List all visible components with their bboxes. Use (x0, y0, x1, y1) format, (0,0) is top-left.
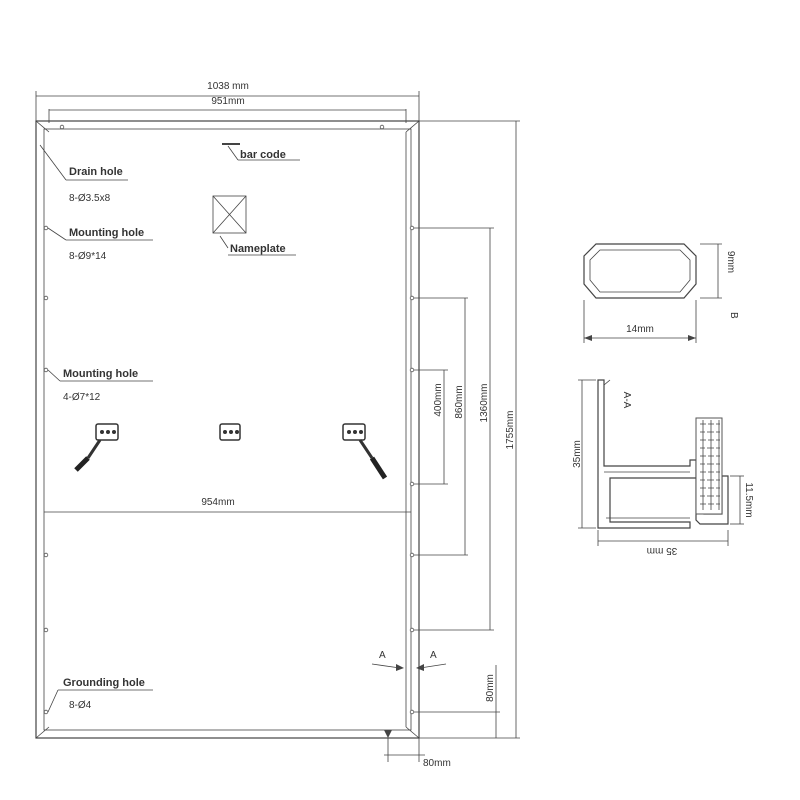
nameplate: Nameplate (212, 195, 296, 256)
drain-hole-spec: 8-Ø3.5x8 (69, 193, 111, 204)
mount-spacing-2-label: 860mm (454, 385, 465, 418)
section-marker-right: A (430, 650, 437, 661)
section-aa-width: 35 mm (647, 545, 678, 556)
top-dimensions: 1038 mm 951mm (35, 81, 420, 123)
grounding-hole-title: Grounding hole (63, 677, 145, 689)
drain-hole-title: Drain hole (69, 166, 123, 178)
detail-b-height: 9mm (725, 251, 736, 273)
mounting-hole-1-callout: Mounting hole 8-Ø9*14 (47, 227, 153, 262)
grounding-hole-callout: Grounding hole 8-Ø4 (47, 677, 153, 713)
inner-width-label: 951mm (211, 96, 244, 107)
mounting-hole-2-title: Mounting hole (63, 368, 138, 380)
section-marker-left: A (379, 650, 386, 661)
bar-code-label: bar code (240, 149, 286, 161)
junction-boxes (74, 423, 388, 480)
bar-code: bar code (222, 143, 300, 161)
vertical-dimensions: 1755mm 1360mm 860mm 400mm 80mm 80mm (384, 120, 520, 769)
overall-height-label: 1755mm (505, 411, 516, 450)
nameplate-label: Nameplate (230, 243, 286, 255)
section-aa-lip: 11.5mm (743, 482, 754, 517)
mount-spacing-1-label: 1360mm (479, 384, 490, 423)
edge-holes (43, 124, 415, 715)
mounting-hole-1-spec: 8-Ø9*14 (69, 251, 107, 262)
bottom-offset-label: 80mm (485, 674, 496, 702)
detail-b: 9mm B 14mm (583, 243, 739, 343)
grounding-hole-spec: 8-Ø4 (69, 700, 92, 711)
detail-b-label: B (728, 312, 739, 319)
frame-width-label: 80mm (423, 758, 451, 769)
overall-width-label: 1038 mm (207, 81, 249, 92)
mount-spacing-3-label: 400mm (433, 383, 444, 416)
cross-bar-width-label: 954mm (201, 497, 234, 508)
section-aa-height: 35mm (572, 440, 583, 468)
section-markers: A A (371, 650, 447, 671)
mounting-hole-2-spec: 4-Ø7*12 (63, 392, 101, 403)
detail-b-width: 14mm (626, 324, 654, 335)
mounting-hole-2-callout: Mounting hole 4-Ø7*12 (47, 368, 153, 403)
section-aa: A-A 35mm 11.5mm 35 mm (572, 379, 754, 556)
mounting-hole-1-title: Mounting hole (69, 227, 144, 239)
drain-hole-callout: Drain hole 8-Ø3.5x8 (39, 144, 128, 204)
panel-frame: 954mm (35, 120, 420, 739)
section-aa-title: A-A (621, 392, 632, 409)
